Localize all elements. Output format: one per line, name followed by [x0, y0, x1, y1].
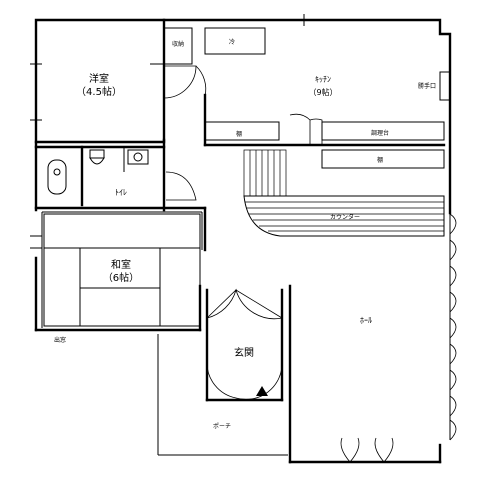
western-room-size: （4.5帖）: [76, 85, 122, 98]
tick-marks: [30, 14, 305, 249]
fridge-label: 冷: [229, 38, 235, 46]
fixture-labels: 収納 冷 勝手口 棚 調理台 棚 カウンター 出窓: [54, 38, 436, 344]
room-labels: 洋室 （4.5帖） ｷｯﾁﾝ （9帖） 和室 （6帖） 玄関 ﾎｰﾙ ﾄｲﾚ ポ…: [76, 72, 372, 430]
door-swings: [163, 65, 394, 463]
porch-name: ポーチ: [213, 422, 231, 430]
toilet-name: ﾄｲﾚ: [115, 188, 127, 197]
entrance-triangle-icon: [256, 386, 268, 396]
western-room-name: 洋室: [89, 72, 109, 85]
bay-window-label: 出窓: [54, 336, 66, 344]
entrance-name: 玄関: [234, 346, 254, 359]
counter: [243, 195, 445, 237]
window-swings: [449, 213, 457, 441]
tatami-mats: [43, 213, 201, 327]
shelf-right-label: 棚: [377, 156, 383, 164]
bathroom-fixtures: [47, 149, 149, 195]
hall-name: ﾎｰﾙ: [360, 316, 372, 325]
japanese-room-name: 和室: [111, 258, 131, 271]
storage-label: 収納: [172, 40, 184, 48]
shelf-left-label: 棚: [236, 130, 242, 138]
back-door-label: 勝手口: [418, 82, 436, 90]
japanese-room-size: （6帖）: [103, 271, 139, 284]
interior-walls: [34, 18, 446, 456]
stairs: [243, 149, 287, 197]
kitchen-name: ｷｯﾁﾝ: [315, 75, 331, 84]
kitchen-size: （9帖）: [308, 87, 337, 97]
kitchen-fixtures: [204, 71, 451, 169]
prep-counter-label: 調理台: [371, 129, 389, 137]
counter-label: カウンター: [330, 213, 360, 221]
exterior-walls: [34, 18, 452, 464]
